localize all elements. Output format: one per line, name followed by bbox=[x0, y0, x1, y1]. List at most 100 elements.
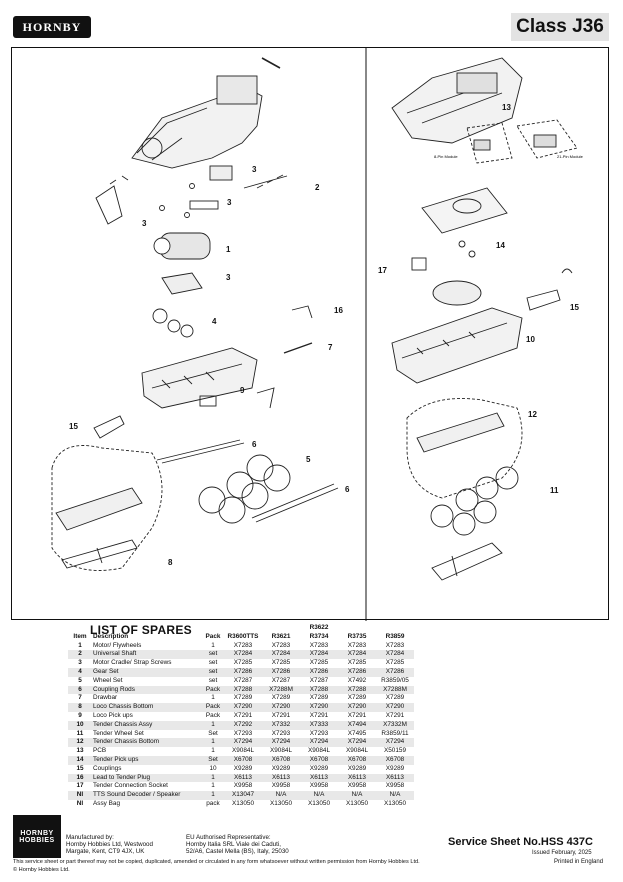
cell-desc: Loco Chassis Bottom bbox=[92, 703, 202, 712]
cell-desc: Lead to Tender Plug bbox=[92, 773, 202, 783]
cell-c2: X6113 bbox=[262, 773, 300, 783]
cell-c2: X7332 bbox=[262, 720, 300, 730]
cell-c3: X13050 bbox=[307, 799, 331, 807]
cell-c3: X7293 bbox=[309, 729, 329, 737]
callout-3a: 3 bbox=[252, 165, 257, 174]
cell-c5: X7294 bbox=[376, 738, 414, 748]
callout-12: 12 bbox=[528, 410, 537, 419]
cell-c4: X9084L bbox=[345, 747, 369, 755]
issued-date: Issued February, 2025 bbox=[532, 850, 592, 856]
cell-c3: X6708 bbox=[300, 755, 338, 765]
cell-c4: X7294 bbox=[338, 738, 376, 748]
cell-item: 14 bbox=[68, 755, 92, 765]
cell-desc: Assy Bag bbox=[93, 799, 120, 807]
cell-desc: Universal Shaft bbox=[92, 650, 202, 660]
diagram-drawing: 3 2 3 3 1 3 16 4 7 9 15 6 5 6 8 13 14 17… bbox=[51, 48, 584, 621]
cell-c2: X7293 bbox=[271, 729, 291, 737]
callout-3c: 3 bbox=[142, 219, 147, 228]
header-item: Item bbox=[73, 632, 87, 640]
cell-c2: X13050 bbox=[269, 799, 293, 807]
cell-item: 6 bbox=[68, 685, 92, 695]
cell-desc: Tender Wheel Set bbox=[93, 729, 144, 737]
exploded-diagram: 3 2 3 3 1 3 16 4 7 9 15 6 5 6 8 13 14 17… bbox=[11, 47, 609, 621]
cell-c5: X7291 bbox=[385, 711, 405, 719]
eu-rep-line: Hornby Italia SRL Viale dei Caduti, bbox=[186, 841, 281, 849]
cell-c4: X9289 bbox=[347, 764, 367, 772]
copy-notice: This service sheet or part thereof may n… bbox=[13, 859, 420, 865]
cell-pack: 1 bbox=[202, 738, 224, 748]
cell-c5: N/A bbox=[376, 791, 414, 800]
cell-c3: X7333 bbox=[300, 720, 338, 730]
cell-c4: N/A bbox=[338, 791, 376, 800]
cell-pack: 1 bbox=[202, 773, 224, 783]
cell-item: 9 bbox=[78, 711, 82, 719]
cell-pack: 1 bbox=[211, 782, 215, 790]
cell-c2: X7286 bbox=[262, 667, 300, 677]
cell-pack: 1 bbox=[211, 694, 215, 702]
cell-c3: X7286 bbox=[300, 667, 338, 677]
cell-c5: R3859/05 bbox=[381, 676, 409, 684]
cell-c1: X6708 bbox=[224, 755, 262, 765]
cell-desc: Couplings bbox=[93, 764, 122, 772]
cell-c1: X7294 bbox=[224, 738, 262, 748]
cell-pack: Pack bbox=[202, 703, 224, 712]
service-sheet-number: Service Sheet No.HSS 437C bbox=[448, 836, 593, 848]
cell-c3: X9289 bbox=[309, 764, 329, 772]
cell-item: 11 bbox=[76, 729, 84, 737]
cell-c1: X7291 bbox=[233, 711, 253, 719]
spares-title: LIST OF SPARES bbox=[90, 623, 192, 637]
cell-pack: Set bbox=[202, 755, 224, 765]
eu-rep-line: 52/A6, Castel Mella (BS), Italy, 25030 bbox=[186, 848, 289, 856]
cell-item: 8 bbox=[68, 703, 92, 712]
cell-c5: X7289 bbox=[385, 694, 405, 702]
cell-c2: X6708 bbox=[262, 755, 300, 765]
cell-c4: X6708 bbox=[338, 755, 376, 765]
cell-item: 16 bbox=[68, 773, 92, 783]
header-c2: R3621 bbox=[271, 632, 291, 640]
cell-c3: X7287 bbox=[309, 676, 329, 684]
cell-c5: X7286 bbox=[376, 667, 414, 677]
cell-c1: X7284 bbox=[224, 650, 262, 660]
cell-desc: Drawbar bbox=[93, 694, 118, 702]
cell-c2: X7284 bbox=[262, 650, 300, 660]
callout-8: 8 bbox=[168, 558, 173, 567]
cell-c1: X7285 bbox=[233, 659, 253, 667]
cell-item: 1 bbox=[78, 641, 82, 649]
header-c5: R3859 bbox=[385, 632, 405, 640]
cell-c2: X7291 bbox=[271, 711, 291, 719]
cell-c2: X9958 bbox=[271, 782, 291, 790]
cell-c1: X7288 bbox=[224, 685, 262, 695]
header-pack: Pack bbox=[205, 632, 221, 640]
header-c4: R3735 bbox=[347, 632, 367, 640]
cell-pack: pack bbox=[206, 799, 220, 807]
cell-c2: X9289 bbox=[271, 764, 291, 772]
cell-c4: X7494 bbox=[338, 720, 376, 730]
cell-c1: X7286 bbox=[224, 667, 262, 677]
cell-c1: X7287 bbox=[233, 676, 253, 684]
eu-rep-block: EU Authorised Representative: Hornby Ita… bbox=[186, 834, 289, 856]
hornby-logo: HORNBY bbox=[13, 16, 91, 38]
cell-c2: X7287 bbox=[271, 676, 291, 684]
cell-c5: R3859/11 bbox=[381, 729, 409, 737]
cell-c4: X7492 bbox=[347, 676, 367, 684]
cell-c2: N/A bbox=[262, 791, 300, 800]
cell-item: NI bbox=[68, 791, 92, 800]
cell-c1: X13050 bbox=[231, 799, 255, 807]
copyright: © Hornby Hobbies Ltd. bbox=[13, 867, 70, 873]
cell-item: 7 bbox=[78, 694, 82, 702]
cell-desc: Motor Cradle/ Strap Screws bbox=[93, 659, 172, 667]
cell-c4: X7291 bbox=[347, 711, 367, 719]
